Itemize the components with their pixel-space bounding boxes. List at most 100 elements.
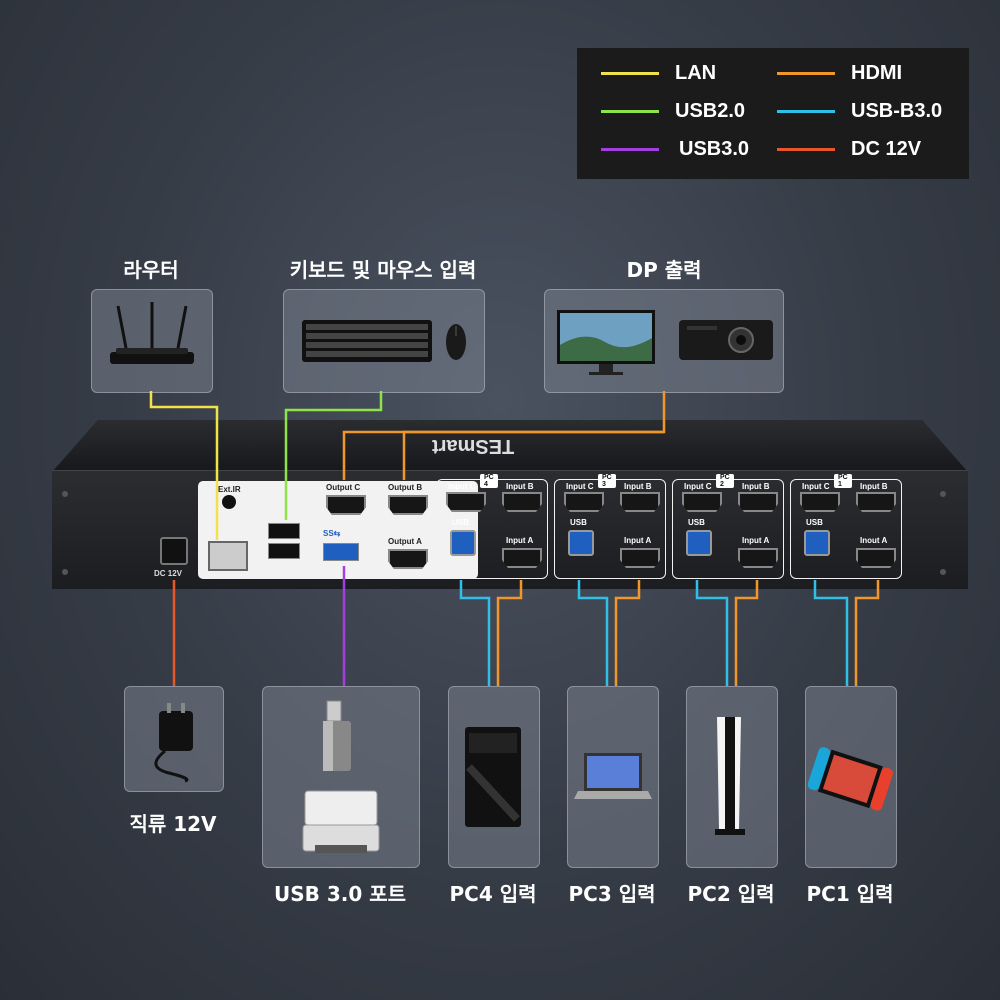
laptop-icon xyxy=(574,753,652,799)
legend-label-usbb: USB-B3.0 xyxy=(851,100,943,122)
pc3-hdmi-wire xyxy=(614,580,641,686)
legend-swatch-lan xyxy=(601,72,659,75)
usb-label: USB xyxy=(452,518,469,527)
screw xyxy=(940,491,946,497)
pc1-caption: PC1 입력 xyxy=(806,882,894,906)
legend-swatch-usbb xyxy=(777,110,835,113)
router-caption: 라우터 xyxy=(123,258,179,282)
usb2-port-bottom[interactable] xyxy=(268,543,300,559)
input-b-port[interactable] xyxy=(856,492,896,512)
input-b-label: Input B xyxy=(742,482,770,491)
legend-item-usbb: USB-B3.0 xyxy=(777,100,942,123)
mouse-icon xyxy=(446,324,466,360)
output-c-label: Output C xyxy=(326,483,361,492)
lan-port[interactable] xyxy=(208,541,248,571)
usb-label: USB xyxy=(688,518,705,527)
usb-drive-icon xyxy=(323,700,351,771)
legend-item-hdmi: HDMI xyxy=(777,62,902,85)
input-a-label: Inout A xyxy=(860,536,888,545)
input-b-label: Input B xyxy=(860,482,888,491)
legend-item-usb2: USB2.0 xyxy=(601,100,745,123)
pc2-hdmi-wire xyxy=(734,580,759,686)
usb3-port[interactable] xyxy=(323,543,359,561)
input-c-port[interactable] xyxy=(800,492,840,512)
legend-swatch-usb2 xyxy=(601,110,659,113)
legend-label-usb2: USB2.0 xyxy=(675,100,746,122)
handheld-console-icon xyxy=(807,747,893,811)
input-a-label: Input A xyxy=(742,536,770,545)
pc4-box xyxy=(448,686,540,868)
screw xyxy=(62,569,68,575)
ext-ir-label: Ext.IR xyxy=(218,485,241,494)
projector-icon xyxy=(679,320,773,360)
output-a-label: Output A xyxy=(388,537,422,546)
output-c-port[interactable] xyxy=(326,495,366,515)
router-box xyxy=(91,289,213,393)
legend-item-dc: DC 12V xyxy=(777,138,921,161)
dp-output-caption: DP 출력 xyxy=(626,258,702,282)
usb-b-port[interactable] xyxy=(686,530,712,556)
output-b-port[interactable] xyxy=(388,495,428,515)
keyboard-mouse-box xyxy=(283,289,485,393)
pc4-usbb-wire xyxy=(459,580,491,686)
input-c-port[interactable] xyxy=(446,492,486,512)
power-adapter-box xyxy=(124,686,224,792)
pc3-usbb-wire xyxy=(577,580,609,686)
input-b-port[interactable] xyxy=(738,492,778,512)
input-a-port[interactable] xyxy=(502,548,542,568)
usb-label: USB xyxy=(806,518,823,527)
pc3-tag: PC 3 xyxy=(598,474,616,488)
pc-tower-icon xyxy=(465,727,521,827)
input-c-label: Input C xyxy=(448,482,476,491)
usb-b-port[interactable] xyxy=(804,530,830,556)
input-c-label: Input C xyxy=(566,482,594,491)
power-adapter-icon xyxy=(154,703,193,783)
legend-label-dc: DC 12V xyxy=(851,138,922,160)
printer-icon xyxy=(302,790,380,853)
pc1-tag: PC 1 xyxy=(834,474,852,488)
usb-b-port[interactable] xyxy=(568,530,594,556)
input-a-label: Input A xyxy=(624,536,652,545)
screw xyxy=(62,491,68,497)
dc-jack[interactable] xyxy=(160,537,188,565)
input-c-port[interactable] xyxy=(682,492,722,512)
output-a-port[interactable] xyxy=(388,549,428,569)
power-caption: 직류 12V xyxy=(129,812,217,836)
pc4-hdmi-wire xyxy=(496,580,523,686)
input-a-label: Input A xyxy=(506,536,534,545)
pc1-box xyxy=(805,686,897,868)
brand-logo: TESmart xyxy=(432,435,515,457)
input-c-port[interactable] xyxy=(564,492,604,512)
input-a-port[interactable] xyxy=(856,548,896,568)
legend: LAN USB2.0 USB3.0 HDMI USB-B3.0 DC 12V xyxy=(577,48,969,179)
input-b-port[interactable] xyxy=(620,492,660,512)
pc4-tag: PC 4 xyxy=(480,474,498,488)
pc3-box xyxy=(567,686,659,868)
pc2-usbb-wire xyxy=(695,580,729,686)
pc1-hdmi-wire xyxy=(854,580,880,686)
input-a-port[interactable] xyxy=(738,548,778,568)
input-a-port[interactable] xyxy=(620,548,660,568)
ext-ir-port[interactable] xyxy=(222,495,236,509)
usb2-port-top[interactable] xyxy=(268,523,300,539)
dp-output-box xyxy=(544,289,784,393)
usb-label: USB xyxy=(570,518,587,527)
legend-label-hdmi: HDMI xyxy=(851,62,903,84)
usb-port-caption: USB 3.0 포트 xyxy=(273,882,407,906)
screw xyxy=(940,569,946,575)
legend-swatch-hdmi xyxy=(777,72,835,75)
usb-b-port[interactable] xyxy=(450,530,476,556)
input-b-port[interactable] xyxy=(502,492,542,512)
legend-label-lan: LAN xyxy=(675,62,717,84)
dc-label: DC 12V xyxy=(154,569,183,578)
game-console-icon xyxy=(715,717,745,835)
router-icon xyxy=(110,302,194,364)
keyboard-icon xyxy=(302,320,432,362)
ss-label: SS⇆ xyxy=(323,529,341,538)
pc3-caption: PC3 입력 xyxy=(568,882,656,906)
pc2-tag: PC 2 xyxy=(716,474,734,488)
pc2-caption: PC2 입력 xyxy=(687,882,775,906)
pc4-caption: PC4 입력 xyxy=(449,882,537,906)
legend-label-usb3: USB3.0 xyxy=(679,138,750,160)
device-top: TESmart xyxy=(52,420,968,472)
